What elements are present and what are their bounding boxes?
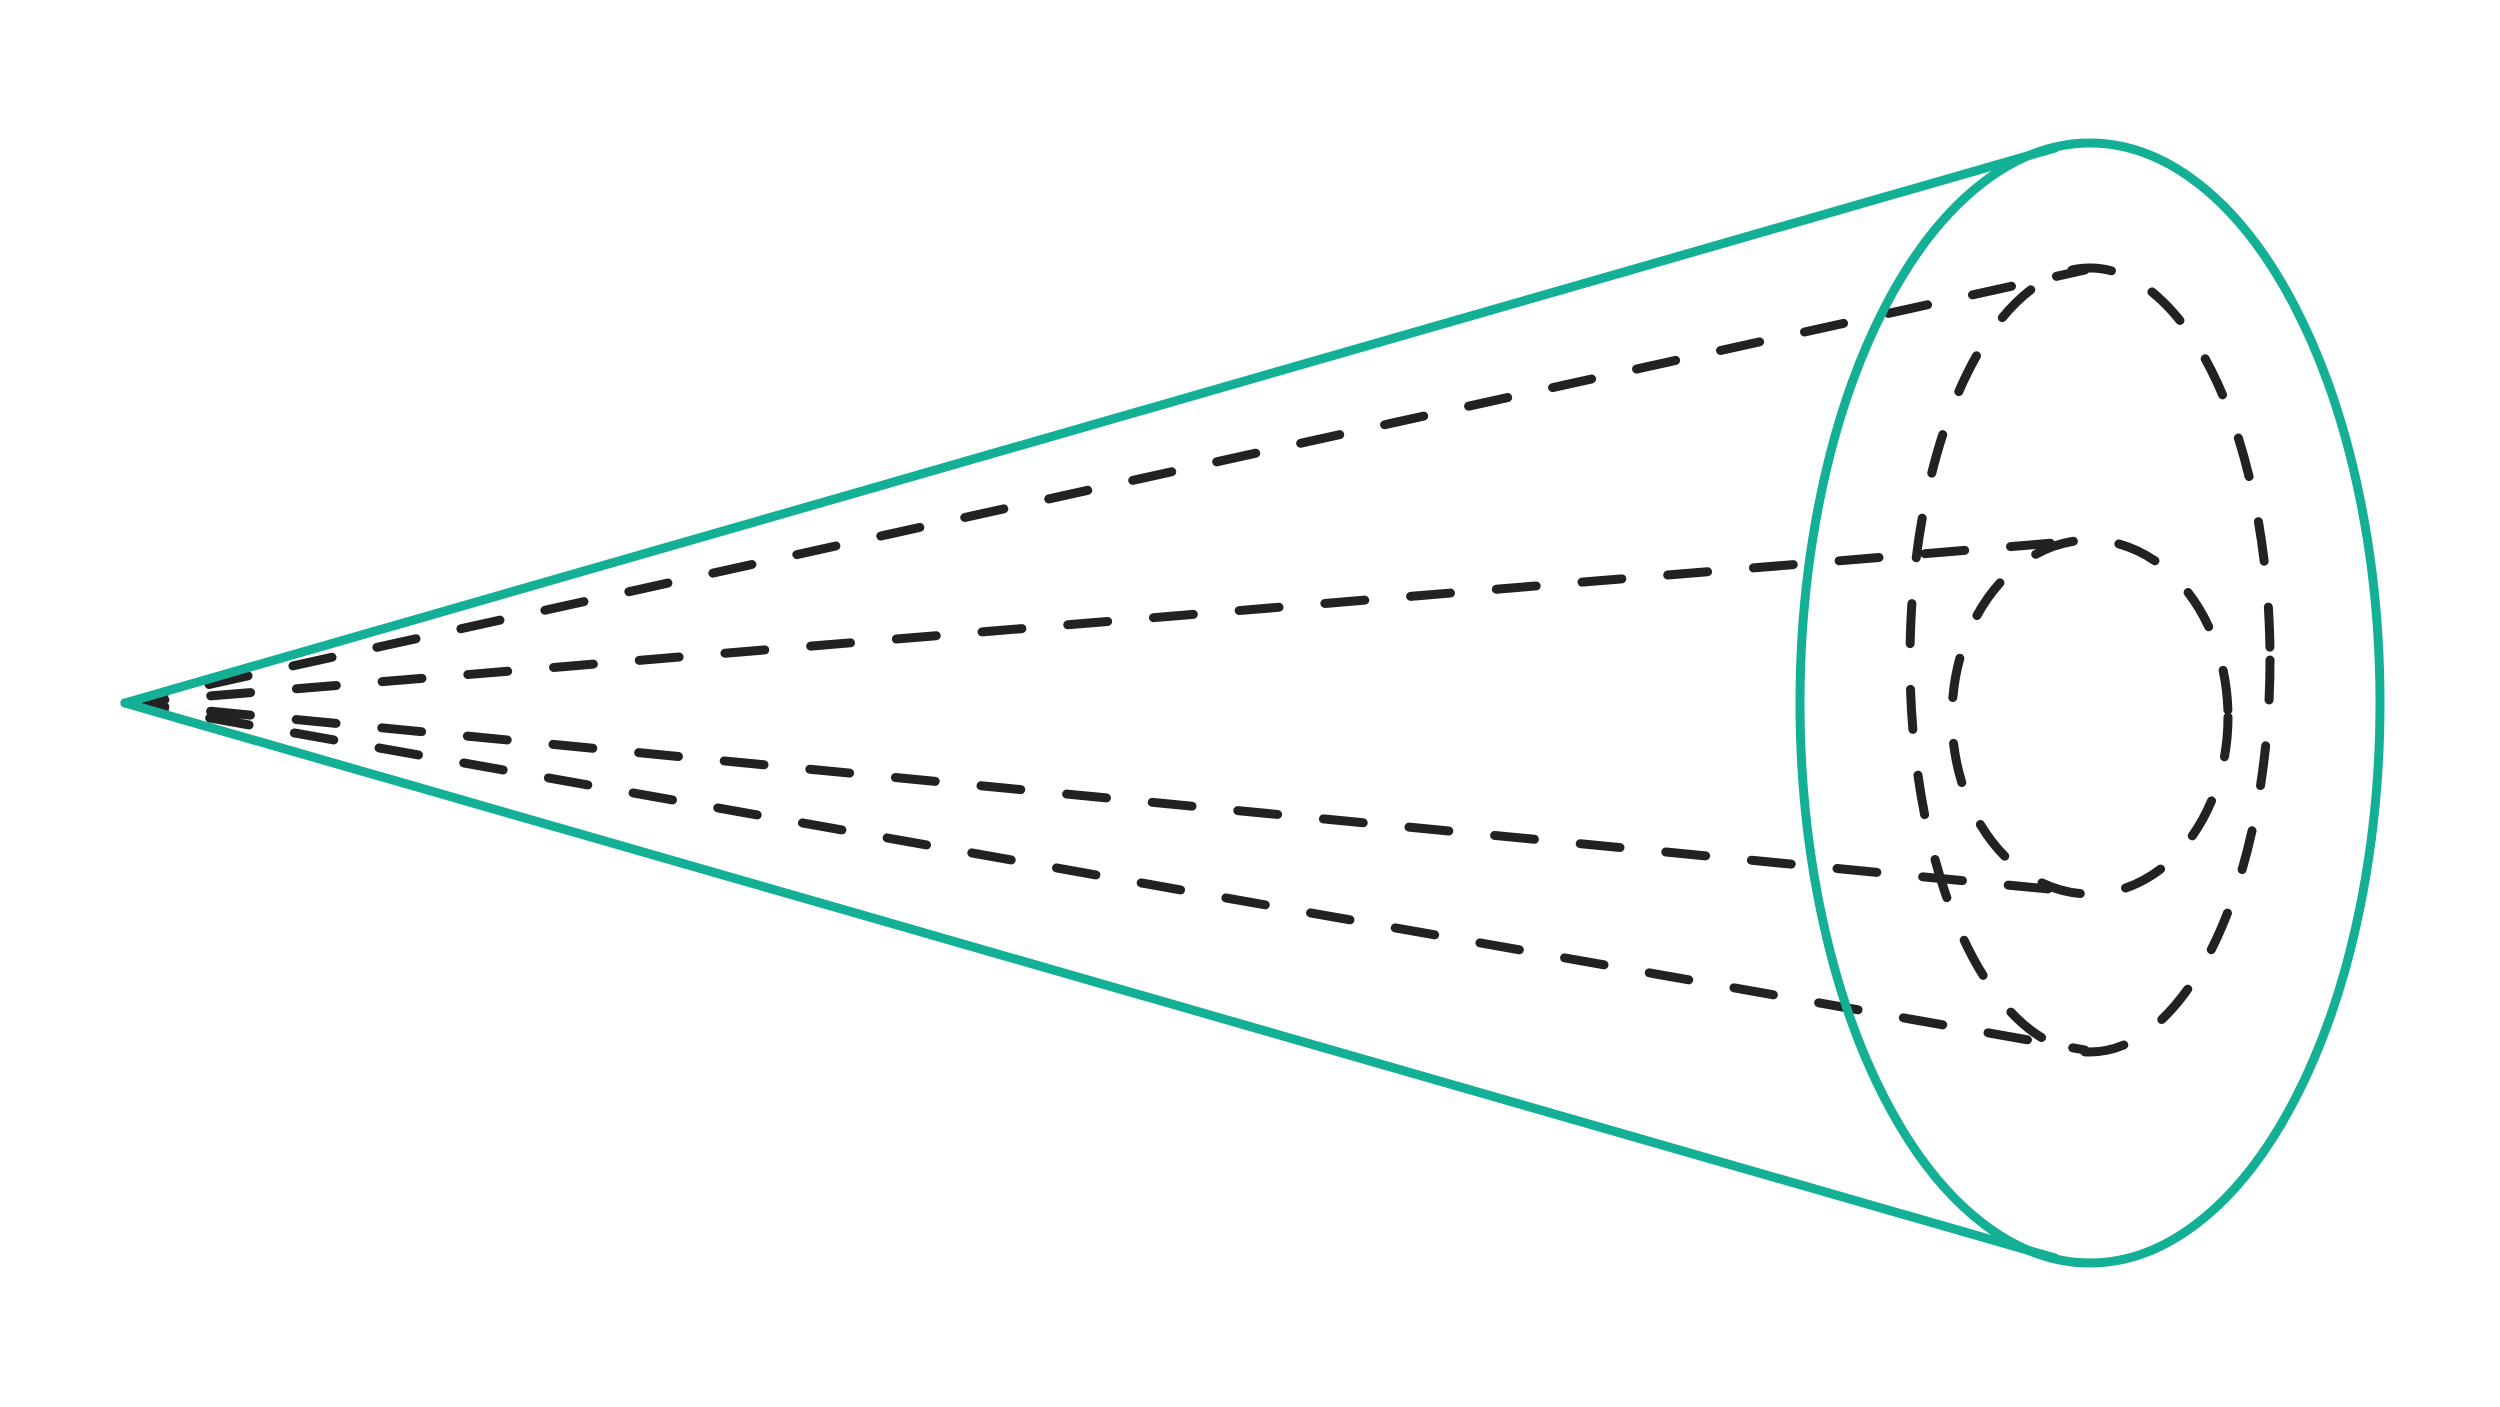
outer-cone-bottom-edge	[120, 698, 2060, 1263]
outer-cone-top-edge	[120, 143, 2060, 708]
inner-cone-large-top-edge	[120, 265, 2090, 708]
outer-cone	[120, 138, 2385, 1268]
inner-cone-small-top-edge	[120, 535, 2095, 708]
outer-cone-base	[1795, 138, 2385, 1268]
inner-cone-small-bottom-edge	[120, 698, 2095, 898]
inner-cone-large-bottom-edge	[120, 698, 2090, 1055]
inner-cone-large-base	[1905, 263, 2275, 1057]
inner-cone-small	[120, 535, 2233, 899]
inner-cone-large	[120, 263, 2275, 1057]
inner-cone-small-base	[1947, 535, 2233, 899]
